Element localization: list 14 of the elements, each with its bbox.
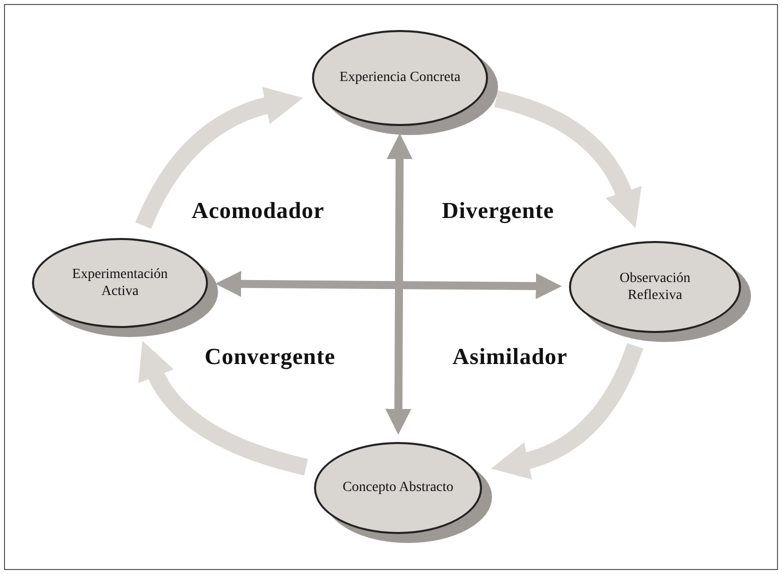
double-arrow [215,270,562,300]
curved-arrow [491,342,644,479]
curved-arrow [139,341,308,476]
curved-arrow [135,87,303,229]
node-label: Concepto Abstracto [342,479,454,497]
node-label: Experimentación Activa [71,266,169,300]
double-arrow [385,133,413,435]
quadrant-label: Asimilador [452,344,568,370]
quadrant-label: Convergente [204,344,336,370]
curved-arrow [494,90,641,228]
quadrant-label: Divergente [442,198,554,224]
quadrant-label: Acomodador [192,198,324,224]
node-label: Observación Reflexiva [618,270,692,304]
node-label: Experiencia Concreta [340,69,460,87]
